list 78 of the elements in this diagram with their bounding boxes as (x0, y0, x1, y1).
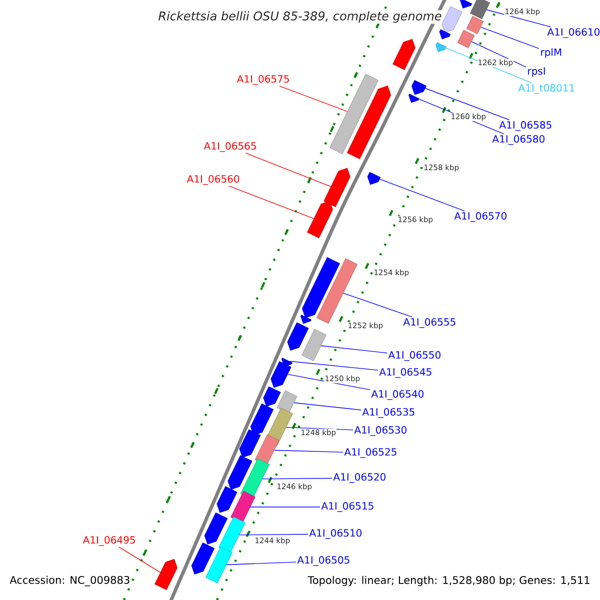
leader-line (279, 86, 348, 112)
gene-label: A1I_06515 (321, 502, 374, 512)
gene-block (300, 314, 312, 324)
gene-label: A1I_06555 (403, 318, 456, 328)
gene-block (439, 29, 451, 40)
gene-label: A1I_t08011 (518, 84, 574, 94)
gene-block (324, 168, 350, 208)
gene-label: A1I_06510 (309, 529, 362, 539)
gene-box (316, 258, 358, 324)
gene-label: A1I_06610 (547, 28, 600, 38)
leader-line (250, 506, 320, 508)
gene-box (218, 516, 246, 554)
leader-line (287, 374, 370, 390)
leader-line (320, 345, 388, 354)
leader-line (228, 186, 314, 219)
leader-line (379, 178, 465, 212)
gene-block (191, 542, 215, 574)
gene-box (466, 16, 484, 34)
gene-box (302, 328, 326, 362)
gene-label: rpsI (528, 67, 545, 77)
gene-block (346, 86, 392, 160)
gene-label: A1I_06530 (354, 426, 406, 436)
leader-line (286, 426, 354, 430)
gene-block (216, 486, 238, 513)
summary-text: Topology: linear; Length: 1,528,980 bp; Genes: 1,511 (308, 576, 590, 586)
gene-box (254, 434, 280, 466)
gene-box (206, 546, 232, 584)
gene-block (307, 200, 333, 238)
gene-block (302, 257, 340, 318)
gene-box (470, 0, 490, 20)
gene-label: A1I_06550 (388, 351, 440, 361)
gene-label: A1I_06580 (492, 135, 544, 145)
gene-label: rplM (541, 48, 562, 58)
leader-line (262, 478, 332, 480)
gene-label: A1I_06520 (333, 473, 386, 483)
gene-block (228, 455, 252, 490)
gene-box (457, 30, 475, 48)
gene-block (408, 94, 420, 103)
leader-line (118, 546, 161, 573)
leader-line (239, 534, 308, 536)
gene-block (270, 361, 292, 388)
leader-line (274, 450, 344, 453)
leader-line (294, 402, 362, 410)
gene-label: A1I_06575 (236, 75, 289, 85)
leader-line (486, 9, 552, 28)
gene-block (263, 386, 281, 407)
leader-line (226, 562, 296, 566)
title: Rickettsia bellii OSU 85-389, complete genome (157, 10, 443, 24)
leader-line (471, 41, 526, 68)
gene-label: A1I_06560 (186, 175, 240, 185)
gene-label: A1I_06570 (454, 212, 506, 222)
gene-box (276, 390, 298, 414)
gene-block (204, 512, 228, 544)
gene-block (250, 404, 274, 436)
gene-block (154, 558, 178, 590)
leader-line (245, 152, 332, 187)
gene-label: A1I_06525 (344, 448, 396, 458)
leader-line (424, 88, 510, 120)
gene-box (230, 490, 256, 524)
gene-block (442, 6, 462, 33)
gene-label: A1I_06545 (379, 368, 432, 378)
gene-block (239, 429, 261, 458)
gene-label: A1I_06505 (297, 556, 350, 566)
gene-block (392, 38, 416, 70)
gene-block (287, 322, 309, 351)
leader-line (289, 360, 378, 371)
gene-label: A1I_06585 (499, 121, 552, 131)
gene-block (367, 172, 381, 185)
gene-label: A1I_06535 (362, 408, 414, 418)
leader-line (343, 292, 412, 318)
gene-box (330, 74, 378, 154)
gene-label: A1I_06495 (82, 536, 135, 546)
gene-label: A1I_06540 (371, 390, 424, 400)
leader-line (480, 26, 540, 49)
gene-label: A1I_06565 (204, 142, 256, 152)
gene-block (460, 0, 472, 8)
accession-text: Accession: NC_009883 (10, 576, 130, 586)
gene-block (436, 42, 446, 52)
